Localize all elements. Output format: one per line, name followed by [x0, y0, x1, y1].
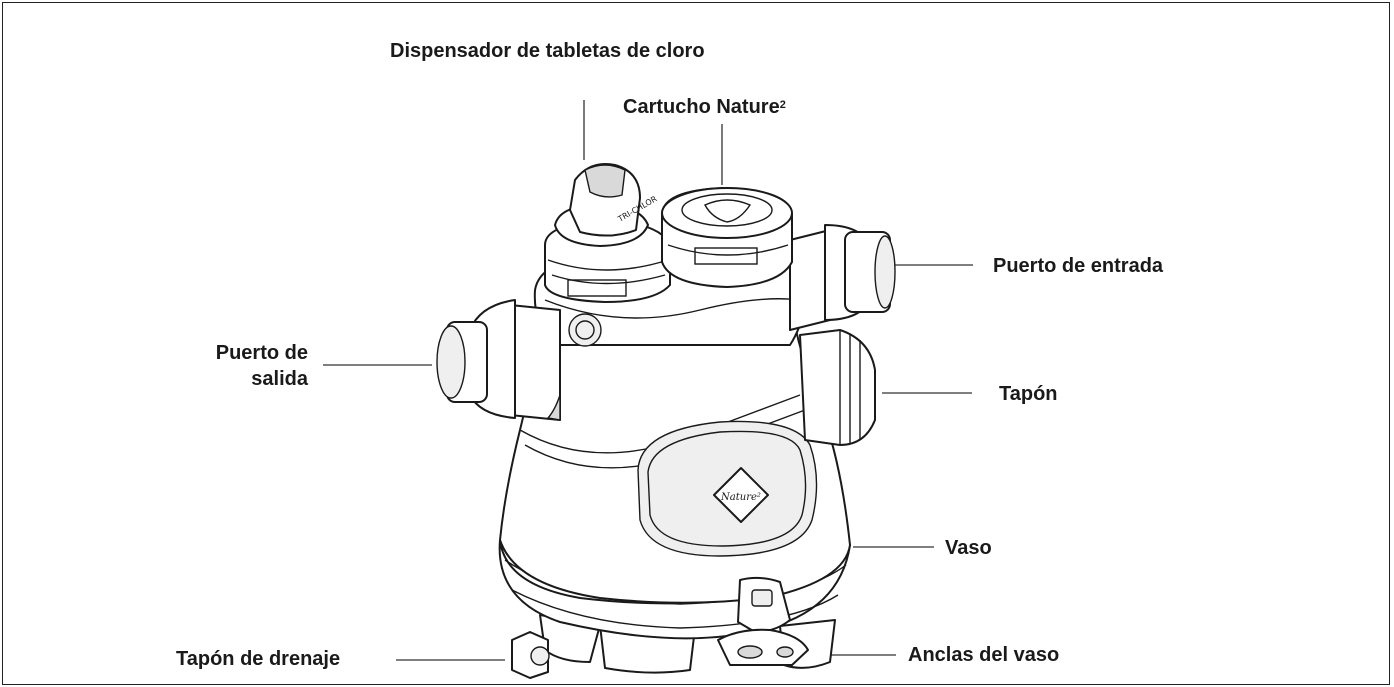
label-plug: Tapón [999, 383, 1058, 405]
vessel-body: Nature² [499, 299, 851, 604]
label-outlet-port: Puerto de salida [192, 340, 308, 392]
nature2-superscript: 2 [779, 99, 786, 111]
label-inlet-port: Puerto de entrada [993, 255, 1164, 277]
label-drain-plug: Tapón de drenaje [176, 648, 341, 670]
inlet-port [789, 224, 896, 331]
nature2-cartridge [661, 187, 793, 288]
drain-plug [511, 631, 550, 679]
label-vessel-anchors: Anclas del vaso [908, 644, 1060, 666]
label-nature2-cartridge: Cartucho Nature2 [623, 94, 786, 120]
nature2-logo-diamond [713, 467, 769, 523]
nature2-logo-text: Nature² [720, 492, 761, 503]
label-chlorine-dispenser: Dispensador de tabletas de cloro [390, 40, 705, 62]
vessel-anchors [717, 576, 809, 666]
plug [799, 329, 876, 446]
outlet-side-fitting [568, 313, 602, 347]
outlet-port [436, 299, 602, 421]
nature2-cartridge-text: Cartucho Nature [623, 96, 780, 118]
chlorine-dispenser: TRI-CHLOR [544, 163, 671, 303]
outlet-port-line2: salida [251, 368, 308, 390]
label-vessel: Vaso [945, 537, 992, 559]
outlet-port-line1: Puerto de [215, 342, 308, 364]
